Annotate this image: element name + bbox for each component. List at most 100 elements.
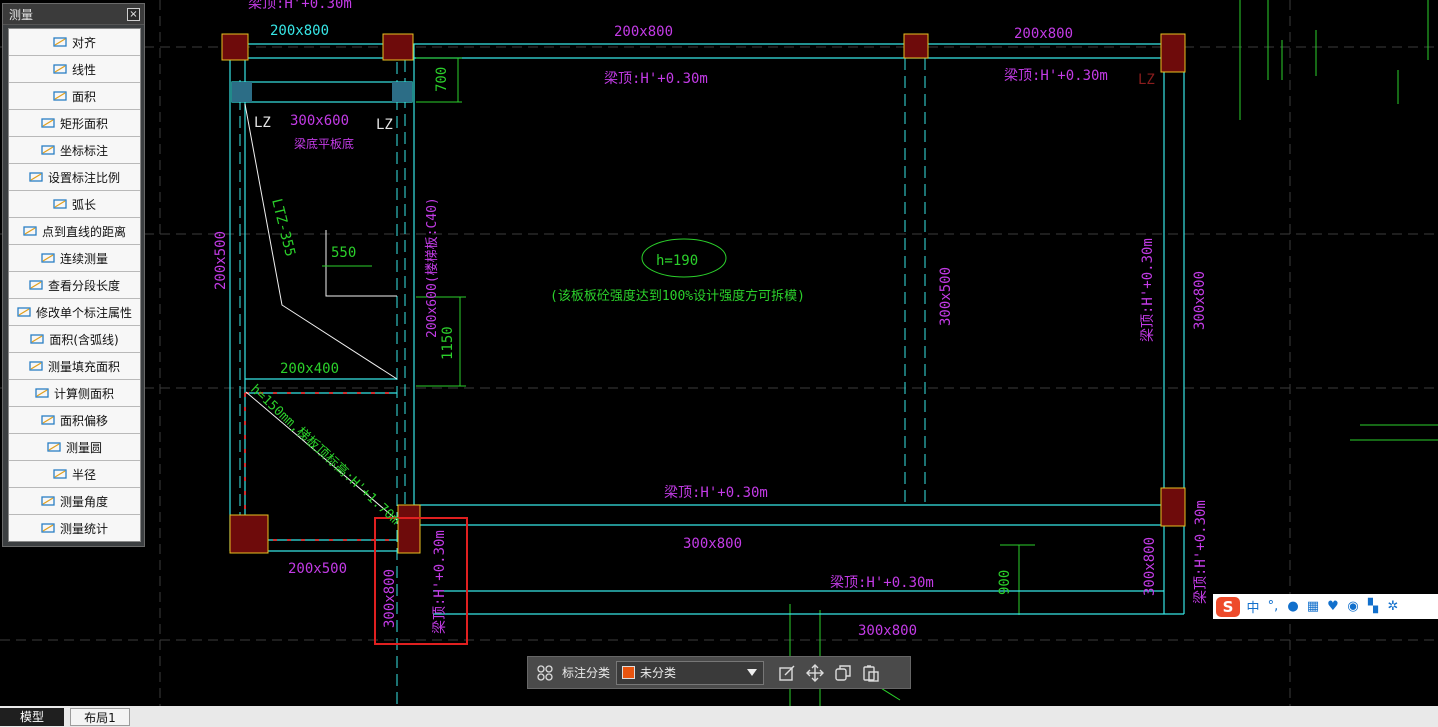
tool-button[interactable]: 面积 (9, 83, 140, 110)
tool-label: 查看分段长度 (47, 278, 120, 293)
columns (221, 33, 1186, 554)
edit-dimension-icon (17, 306, 31, 318)
angle-icon (41, 495, 55, 507)
side-area-icon (35, 387, 49, 399)
continuous-measure-icon (41, 252, 55, 264)
tool-button[interactable]: 坐标标注 (9, 137, 140, 164)
palette-title-bar[interactable]: 测量 × (3, 4, 144, 25)
ime-logo[interactable]: S (1216, 596, 1240, 617)
area-icon (53, 90, 67, 102)
tool-button[interactable]: 线性 (9, 56, 140, 83)
text-dim-700: 700 (434, 67, 450, 92)
beam-outlines (229, 43, 1185, 615)
tool-button[interactable]: 连续测量 (9, 245, 140, 272)
circle-icon (47, 441, 61, 453)
tool-button[interactable]: 修改单个标注属性 (9, 299, 140, 326)
text-beam-300x600-note: 梁底平板底 (294, 136, 354, 151)
chevron-down-icon (747, 668, 758, 676)
annotation-category-select[interactable]: 未分类 (616, 660, 765, 685)
edit-icon[interactable] (776, 662, 798, 684)
tool-button[interactable]: 面积(含弧线) (9, 326, 140, 353)
tool-label: 面积 (71, 89, 96, 104)
segment-length-icon (29, 279, 43, 291)
tab-layout1[interactable]: 布局1 (70, 708, 130, 726)
tool-button[interactable]: 弧长 (9, 191, 140, 218)
text-top-cut: 梁顶:H'+0.30m (248, 0, 352, 12)
point-line-distance-icon (23, 225, 37, 237)
settings-icon[interactable]: ✲ (1387, 599, 1399, 614)
text-elev-right-vertical: 梁顶:H'+0.30m (1140, 238, 1156, 342)
dimension-lines (322, 57, 466, 387)
text-beam-right: 300x800 (1192, 271, 1208, 330)
tool-button[interactable]: 矩形面积 (9, 110, 140, 137)
tool-label: 面积(含弧线) (49, 332, 119, 347)
tool-button[interactable]: 测量角度 (9, 488, 140, 515)
microphone-icon[interactable]: ● (1287, 599, 1299, 614)
text-lz-1: LZ (254, 115, 271, 131)
tool-label: 连续测量 (59, 251, 108, 266)
tool-button[interactable]: 测量填充面积 (9, 353, 140, 380)
tool-button[interactable]: 设置标注比例 (9, 164, 140, 191)
move-icon[interactable] (804, 662, 826, 684)
grid-icon[interactable] (534, 662, 556, 684)
text-lz-2: LZ (376, 117, 393, 133)
tool-list: 对齐线性面积矩形面积坐标标注设置标注比例弧长点到直线的距离连续测量查看分段长度修… (8, 28, 141, 542)
tool-label: 对齐 (71, 35, 96, 50)
tool-label: 测量圆 (65, 440, 102, 455)
cad-drawing-canvas[interactable]: 梁顶:H'+0.30m 200x800 200x800 200x800 700 … (0, 0, 1438, 706)
slab-thickness-ellipse (641, 238, 727, 278)
text-elev-mid-low: 梁顶:H'+0.30m (664, 485, 768, 501)
text-beam-center: 300x500 (938, 267, 954, 326)
apps-icon[interactable]: ▚ (1368, 599, 1378, 614)
area-offset-icon (41, 414, 55, 426)
layout-tabs: 模型 布局1 (0, 706, 1438, 727)
radius-icon (53, 468, 67, 480)
measure-palette: 测量 × 对齐线性面积矩形面积坐标标注设置标注比例弧长点到直线的距离连续测量查看… (2, 3, 145, 547)
fill-area-icon (29, 360, 43, 372)
paste-icon[interactable] (860, 662, 882, 684)
ime-language[interactable]: 中 (1246, 601, 1260, 616)
text-elev-far-right: 梁顶:H'+0.30m (1193, 500, 1209, 604)
text-stair-note: h=150mm,梯板顶标高:H'+1.70m (247, 381, 403, 528)
punctuation-icon[interactable]: °, (1267, 599, 1279, 614)
tool-button[interactable]: 半径 (9, 461, 140, 488)
text-lz-right: LZ (1138, 72, 1155, 88)
tool-button[interactable]: 测量统计 (9, 515, 140, 541)
text-note-left-vertical: 200x600(楼梯板:C40) (425, 197, 440, 338)
annotation-category-label: 标注分类 (562, 666, 611, 680)
tool-button[interactable]: 点到直线的距离 (9, 218, 140, 245)
tab-model[interactable]: 模型 (0, 708, 64, 726)
keyboard-icon[interactable]: ▦ (1306, 599, 1320, 614)
palette-title: 测量 (9, 7, 34, 22)
rect-area-icon (41, 117, 55, 129)
coordinate-icon (41, 144, 55, 156)
text-beam-300x800-b: 300x800 (382, 569, 398, 628)
tool-label: 矩形面积 (59, 116, 108, 131)
rebar-dashes (244, 392, 397, 541)
tool-button[interactable]: 计算侧面积 (9, 380, 140, 407)
arc-area-icon (30, 333, 44, 345)
selection-highlight[interactable] (374, 517, 468, 645)
tool-button[interactable]: 面积偏移 (9, 407, 140, 434)
category-color-swatch (622, 666, 636, 679)
tool-button[interactable]: 对齐 (9, 29, 140, 56)
tool-label: 测量统计 (59, 521, 108, 536)
text-elev-low-right: 梁顶:H'+0.30m (830, 575, 934, 591)
text-elev-top-mid: 梁顶:H'+0.30m (604, 71, 708, 87)
text-beam-200x400: 200x400 (280, 361, 339, 377)
text-beam-300x800-d: 300x800 (858, 623, 917, 639)
tool-label: 设置标注比例 (47, 170, 120, 185)
tool-label: 半径 (71, 467, 96, 482)
text-beam-top-right: 200x800 (1014, 26, 1073, 42)
lz-columns (232, 82, 412, 102)
grid-lines (0, 0, 1438, 706)
robot-icon[interactable]: ◉ (1347, 599, 1359, 614)
tool-button[interactable]: 测量圆 (9, 434, 140, 461)
text-dim-1150: 1150 (440, 326, 456, 360)
text-slab-note: (该板板砼强度达到100%设计强度方可拆模) (550, 288, 805, 304)
skin-icon[interactable]: ♥ (1327, 599, 1339, 614)
ime-status-bar[interactable]: S 中 °, ● ▦ ♥ ◉ ▚ ✲ (1213, 594, 1438, 619)
tool-button[interactable]: 查看分段长度 (9, 272, 140, 299)
close-icon[interactable]: × (127, 7, 140, 21)
copy-icon[interactable] (832, 662, 854, 684)
